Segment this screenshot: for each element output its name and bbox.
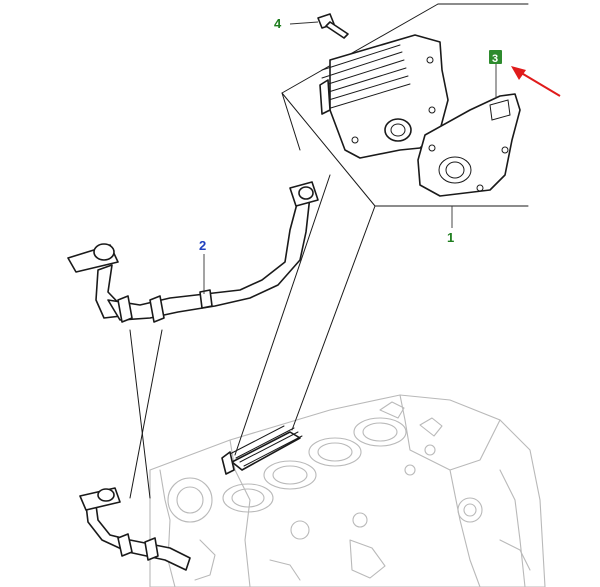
callout-2: 2 [199,238,206,253]
engine-block [149,394,546,587]
bolt[interactable] [317,13,349,39]
callout-4: 4 [274,16,282,31]
red-pointer-arrow [511,66,561,97]
coolant-hose-lower[interactable] [79,487,191,571]
gasket[interactable] [417,93,521,197]
callout-3-box [489,50,502,64]
coolant-hose-upper[interactable] [67,181,319,323]
leader-lines [203,21,497,294]
projection-lines [129,3,529,499]
callout-3: 3 [492,53,498,65]
callout-1: 1 [447,230,454,245]
